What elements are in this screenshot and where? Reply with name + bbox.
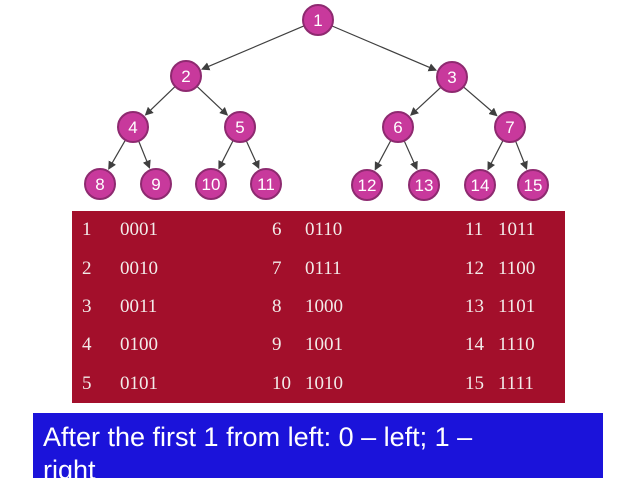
- node-index-cell: 6: [272, 219, 282, 241]
- tree-edge-4-8: [108, 139, 127, 170]
- binary-code-cell: 1101: [498, 295, 536, 317]
- tree-edge-5-11: [245, 140, 260, 170]
- tree-node-8: 8: [84, 168, 116, 200]
- tree-edge-2-5: [196, 85, 229, 116]
- tree-node-label: 5: [235, 118, 244, 137]
- table-column-1: 1 0001 2 0010 3 0011 4 0100 5 0101: [82, 211, 158, 403]
- tree-node-label: 14: [471, 176, 490, 195]
- node-index-cell: 7: [272, 257, 282, 279]
- tree-edge-3-7: [462, 86, 498, 117]
- tree-edge-6-12: [374, 139, 392, 171]
- binary-code-cell: 0111: [305, 257, 342, 279]
- tree-node-10: 10: [195, 168, 227, 200]
- tree-node-5: 5: [224, 111, 256, 143]
- binary-code-cell: 1110: [498, 334, 535, 356]
- node-index-cell: 12: [465, 257, 484, 279]
- node-index-cell: 4: [82, 334, 92, 356]
- tree-node-label: 12: [358, 176, 377, 195]
- tree-node-15: 15: [517, 169, 549, 201]
- tree-node-3: 3: [436, 61, 468, 93]
- binary-code-cell: 0001: [120, 219, 158, 241]
- caption-line-1: After the first 1 from left: 0 – left; 1…: [43, 422, 473, 452]
- node-index-cell: 1: [82, 219, 92, 241]
- binary-code-cell: 0011: [120, 295, 158, 317]
- tree-node-label: 8: [95, 175, 104, 194]
- tree-edge-3-6: [409, 86, 442, 116]
- table-row: 4 0100: [82, 326, 158, 364]
- tree-node-label: 3: [447, 68, 456, 87]
- caption-banner: After the first 1 from left: 0 – left; 1…: [33, 413, 603, 478]
- table-row: 14 1110: [465, 326, 535, 364]
- tree-node-4: 4: [117, 111, 149, 143]
- tree-node-14: 14: [464, 169, 496, 201]
- table-row: 5 0101: [82, 365, 158, 403]
- binary-code-cell: 1100: [498, 257, 536, 279]
- tree-edge-2-4: [144, 85, 176, 116]
- tree-edge-1-3: [331, 25, 437, 72]
- node-index-cell: 15: [465, 372, 484, 394]
- binary-code-cell: 1011: [498, 219, 536, 241]
- tree-node-label: 11: [257, 175, 275, 194]
- tree-node-label: 10: [202, 175, 221, 194]
- binary-code-cell: 1000: [305, 295, 343, 317]
- tree-node-label: 6: [393, 118, 402, 137]
- tree-node-label: 13: [415, 176, 434, 195]
- tree-node-11: 11: [250, 168, 282, 200]
- binary-code-cell: 1111: [498, 372, 534, 394]
- caption-line-2: right: [43, 455, 96, 478]
- table-row: 9 1001: [272, 326, 343, 364]
- tree-node-label: 2: [181, 67, 190, 86]
- binary-code-cell: 1010: [305, 372, 343, 394]
- table-row: 12 1100: [465, 249, 535, 287]
- tree-edge-1-2: [201, 25, 305, 71]
- binary-code-cell: 1001: [305, 334, 343, 356]
- table-row: 7 0111: [272, 249, 343, 287]
- tree-edges: [108, 25, 528, 171]
- tree-node-label: 4: [128, 118, 137, 137]
- tree-edge-6-13: [403, 140, 418, 171]
- binary-code-cell: 0110: [305, 219, 343, 241]
- table-row: 2 0010: [82, 249, 158, 287]
- node-index-cell: 14: [465, 334, 484, 356]
- table-column-3: 11 1011 12 1100 13 1101 14 1110 15 1111: [465, 211, 535, 403]
- tree-node-7: 7: [494, 111, 526, 143]
- table-row: 13 1101: [465, 288, 535, 326]
- table-row: 6 0110: [272, 211, 343, 249]
- node-index-cell: 8: [272, 295, 282, 317]
- tree-edge-4-9: [138, 140, 151, 169]
- table-row: 11 1011: [465, 211, 535, 249]
- tree-edge-7-15: [514, 140, 528, 170]
- binary-code-cell: 0010: [120, 257, 158, 279]
- tree-node-label: 7: [505, 118, 514, 137]
- tree-node-6: 6: [382, 111, 414, 143]
- node-index-cell: 2: [82, 257, 92, 279]
- tree-node-1: 1: [302, 4, 334, 36]
- node-index-cell: 9: [272, 334, 282, 356]
- tree-node-2: 2: [170, 60, 202, 92]
- node-index-cell: 3: [82, 295, 92, 317]
- tree-node-label: 9: [151, 175, 160, 194]
- table-row: 8 1000: [272, 288, 343, 326]
- table-row: 3 0011: [82, 288, 158, 326]
- node-index-cell: 10: [272, 372, 291, 394]
- node-index-cell: 13: [465, 295, 484, 317]
- tree-edge-5-10: [218, 140, 234, 170]
- table-row: 1 0001: [82, 211, 158, 249]
- tree-node-label: 15: [524, 176, 543, 195]
- tree-node-13: 13: [408, 169, 440, 201]
- binary-code-cell: 0101: [120, 372, 158, 394]
- node-index-cell: 5: [82, 372, 92, 394]
- tree-edge-7-14: [487, 140, 504, 171]
- tree-node-label: 1: [313, 11, 322, 30]
- tree-node-9: 9: [140, 168, 172, 200]
- binary-code-cell: 0100: [120, 334, 158, 356]
- node-index-cell: 11: [465, 219, 484, 241]
- tree-node-12: 12: [351, 169, 383, 201]
- table-row: 15 1111: [465, 365, 535, 403]
